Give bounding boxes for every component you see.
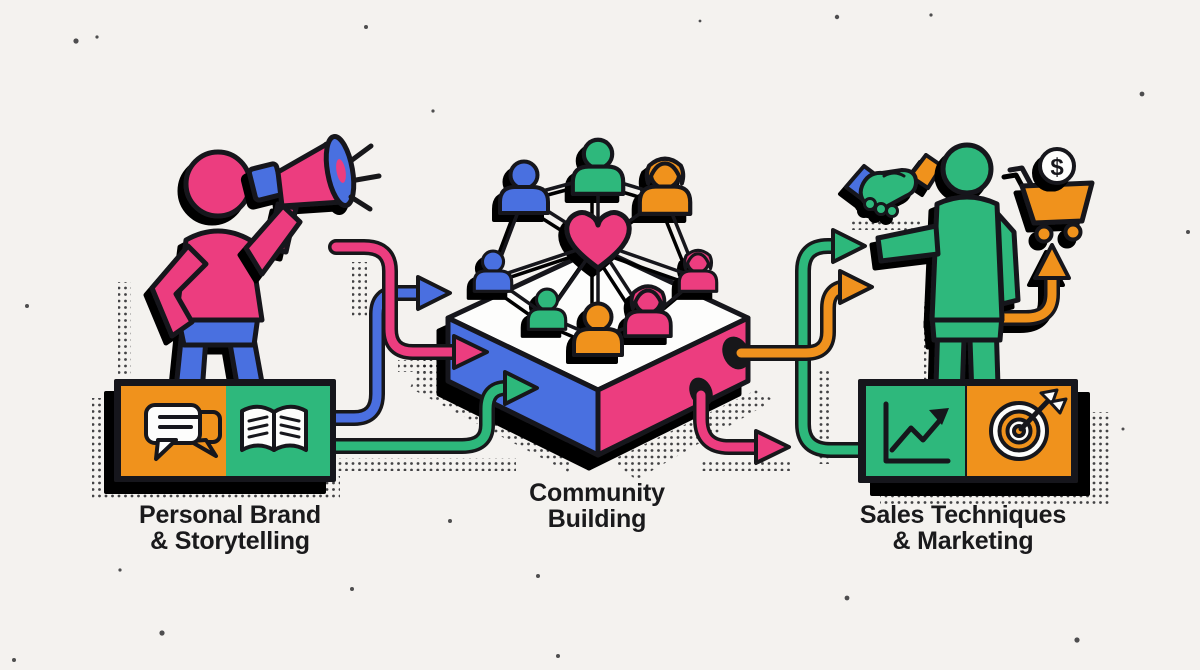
megaphone-bell-center	[336, 159, 346, 183]
label-line: Sales Techniques	[859, 501, 1067, 529]
label-line: & Storytelling	[150, 527, 310, 555]
platform-right-face	[595, 315, 751, 458]
arrowhead-pink	[452, 334, 489, 370]
arrowhead-green	[831, 228, 867, 264]
stage-label-personal-brand: Personal Brand & Storytelling	[139, 502, 321, 554]
stage-label-community-building: Community Building	[529, 480, 665, 532]
figure-head	[183, 149, 253, 219]
growth-arrow	[964, 243, 1071, 326]
sales-marketing-badge	[858, 379, 1078, 483]
stage-label-sales-marketing: Sales Techniques & Marketing	[860, 502, 1066, 554]
member-person	[573, 140, 623, 194]
figure-arm-raised	[243, 203, 303, 277]
figure-arm-akimbo	[149, 243, 209, 339]
community-network	[472, 140, 719, 357]
sound-lines-icon	[348, 143, 382, 212]
speech-bubbles-icon	[144, 403, 222, 461]
growth-chart-icon	[883, 401, 951, 464]
figure-torso	[929, 194, 1005, 323]
label-line: Building	[547, 505, 647, 533]
arrowhead-up-orange	[1033, 243, 1071, 280]
flow-arrows-left	[322, 239, 539, 454]
figure-head	[940, 142, 994, 196]
arrowhead-pink	[754, 429, 791, 465]
price-badge: $	[1038, 147, 1076, 185]
arrowhead-green	[503, 370, 539, 406]
arrowhead-orange	[838, 269, 874, 305]
dollar-symbol: $	[1050, 154, 1064, 181]
member-person-woman	[623, 284, 673, 339]
member-person	[498, 159, 550, 215]
member-person-woman	[640, 159, 690, 214]
figure-arm-extended	[875, 223, 941, 264]
label-line: Personal Brand	[139, 501, 321, 529]
arrowhead-blue	[416, 275, 452, 311]
shopping-cart-icon	[1007, 165, 1095, 244]
handshake-icon	[844, 153, 944, 218]
label-line: Community	[529, 479, 665, 507]
label-line: & Marketing	[892, 527, 1034, 555]
personal-brand-badge	[114, 379, 336, 482]
bullseye-target-icon	[989, 388, 1068, 461]
heart-icon	[564, 210, 632, 271]
member-person-woman	[677, 248, 719, 293]
paper-speckles	[12, 13, 1190, 662]
open-book-icon	[240, 404, 308, 452]
flow-arrows-right	[693, 228, 874, 465]
member-person	[472, 249, 514, 293]
